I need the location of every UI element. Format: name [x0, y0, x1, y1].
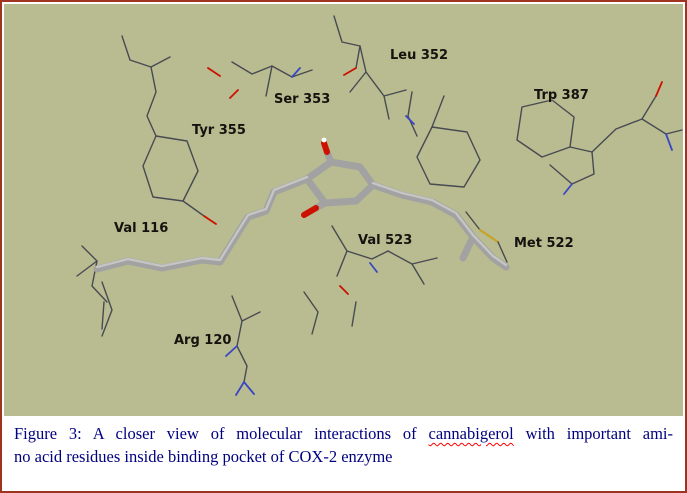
molecular-scene: Leu 352 Ser 353 Tyr 355 Trp 387 Val 116 …	[4, 4, 683, 416]
hydrogen-highlight	[321, 137, 327, 143]
residue-label-trp-387: Trp 387	[534, 88, 589, 103]
residue-label-val-523: Val 523	[358, 233, 413, 248]
residue-label-leu-352: Leu 352	[390, 48, 449, 63]
residue-label-met-522: Met 522	[514, 236, 574, 251]
caption-word-cannabigerol: cannabigerol	[428, 424, 514, 443]
caption-figure-number: Figure 3:	[14, 424, 82, 443]
residue-sticks	[76, 15, 683, 396]
residue-label-val-116: Val 116	[114, 221, 169, 236]
caption-text-after: with important ami-	[513, 424, 673, 443]
molecule-render	[76, 15, 683, 396]
figure-caption: Figure 3: A closer view of molecular int…	[4, 416, 683, 489]
residue-label-arg-120: Arg 120	[174, 333, 232, 348]
residue-label-tyr-355: Tyr 355	[192, 123, 246, 138]
caption-line-1: Figure 3: A closer view of molecular int…	[14, 423, 673, 446]
ligand-molecule	[93, 137, 510, 273]
caption-text-before: A closer view of molecular interactions …	[81, 424, 429, 443]
oxygen-atom-side	[301, 205, 319, 218]
caption-line-2: no acid residues inside binding pocket o…	[14, 446, 393, 466]
oxygen-atom-top	[321, 140, 330, 155]
residue-label-ser-353: Ser 353	[274, 92, 331, 107]
